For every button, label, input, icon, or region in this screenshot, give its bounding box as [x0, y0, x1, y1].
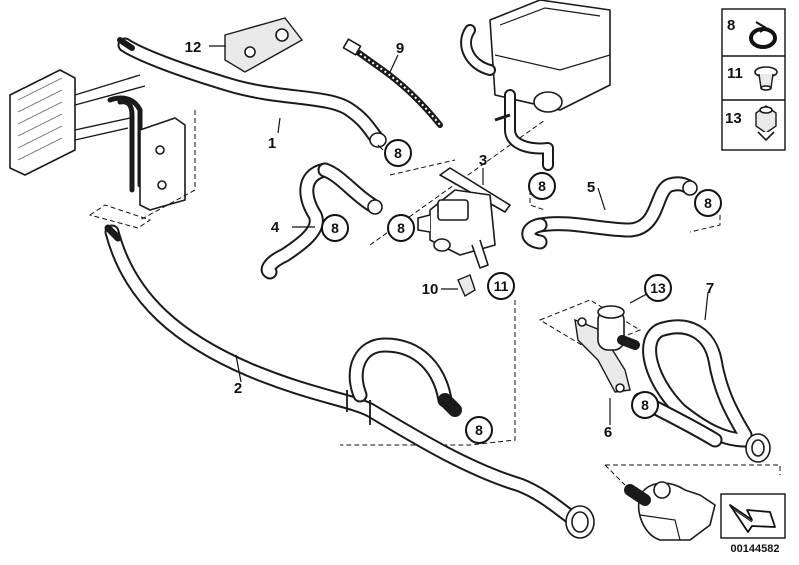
water-valve: [417, 167, 511, 269]
leader-lines: [209, 45, 709, 425]
circle-label-11: 11: [487, 272, 515, 300]
hex-nut-icon: [755, 105, 777, 141]
label-part-10: 10: [422, 281, 439, 298]
hose-7: [632, 319, 771, 463]
label-part-12: 12: [185, 39, 202, 56]
direction-arrow-box: [720, 493, 786, 539]
svg-text:8: 8: [641, 397, 649, 413]
reference-number: 00144582: [731, 543, 780, 555]
svg-text:13: 13: [725, 110, 742, 127]
circle-label-8: 8: [387, 214, 415, 242]
circle-label-8: 8: [631, 391, 659, 419]
hose-1: [117, 37, 387, 148]
valve-6: [574, 305, 640, 393]
svg-text:8: 8: [727, 17, 735, 34]
legend-item-nut: 13: [725, 105, 777, 141]
hose-4: [260, 162, 383, 280]
part-labels: 1 2 3 4 5 6 7 9 10 12: [185, 39, 715, 441]
hose-2: [104, 224, 595, 539]
cable-tie-9: [342, 38, 443, 128]
label-part-1: 1: [268, 135, 276, 152]
label-part-5: 5: [587, 179, 595, 196]
svg-text:8: 8: [538, 178, 546, 194]
electric-pump: [624, 481, 716, 541]
svg-text:8: 8: [475, 422, 483, 438]
svg-text:11: 11: [727, 65, 743, 82]
svg-text:8: 8: [394, 145, 402, 161]
circle-label-8: 8: [465, 416, 493, 444]
label-part-3: 3: [479, 152, 487, 169]
circle-label-8: 8: [384, 139, 412, 167]
hose-5: [521, 176, 698, 250]
circle-label-8: 8: [694, 189, 722, 217]
legend-item-clamp: 8: [727, 17, 777, 49]
legend-panel: 8 11 13: [721, 8, 786, 151]
circled-labels: 8 8 8 8 8 8 8 11 13: [321, 139, 722, 444]
svg-text:8: 8: [397, 220, 405, 236]
clip-10: [457, 274, 476, 298]
grommet-icon: [754, 66, 778, 91]
heater-core-assembly: [9, 69, 186, 211]
label-part-7: 7: [706, 280, 714, 297]
label-part-4: 4: [271, 219, 280, 236]
legend-item-grommet: 11: [727, 65, 778, 91]
circle-label-8: 8: [528, 172, 556, 200]
bracket-12: [224, 17, 304, 73]
label-part-9: 9: [396, 40, 404, 57]
direction-arrow-icon: [729, 504, 776, 533]
svg-text:8: 8: [331, 220, 339, 236]
circle-label-8: 8: [321, 214, 349, 242]
label-part-2: 2: [234, 380, 242, 397]
svg-text:13: 13: [650, 280, 666, 296]
label-part-6: 6: [604, 424, 612, 441]
hose-clamp-icon: [749, 21, 777, 49]
svg-text:11: 11: [494, 278, 509, 294]
auxiliary-heater: [460, 0, 611, 171]
svg-text:8: 8: [704, 195, 712, 211]
circle-label-13: 13: [644, 274, 672, 302]
